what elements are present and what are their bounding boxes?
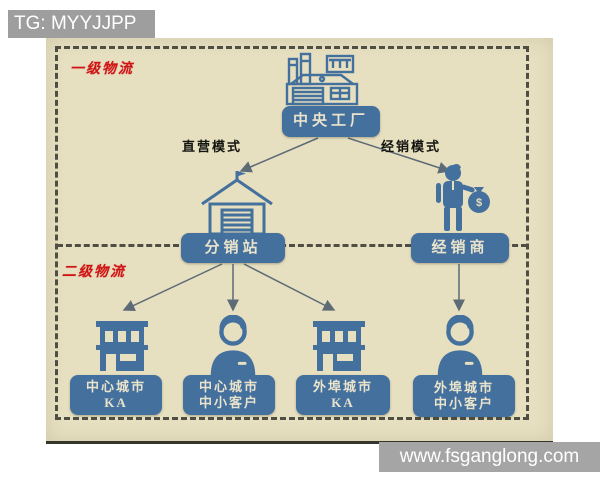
direct-mode-label: 直营模式	[181, 139, 242, 154]
level-divider-dashed-line	[57, 244, 527, 247]
node-central-factory-label: 中央工厂	[292, 113, 369, 130]
dashed-border-box	[55, 46, 529, 420]
node-central-city-ka-line1: 中心城市	[85, 378, 146, 394]
dealer-mode-label: 经销模式	[380, 139, 441, 154]
level1-logistics-label: 一级物流	[70, 62, 134, 77]
node-central-city-ka: 中心城市 KA	[70, 375, 162, 415]
node-dealer-label: 经销商	[431, 239, 489, 256]
node-distribution-station-label: 分销站	[204, 239, 262, 256]
watermark-top-text: TG: MYYJJPP	[14, 13, 137, 34]
node-outer-city-sme-line1: 外埠城市	[433, 379, 494, 395]
node-central-city-sme: 中心城市 中小客户	[183, 375, 275, 415]
watermark-bottom: www.fsganglong.com	[379, 442, 600, 472]
node-central-city-sme-line1: 中心城市	[198, 378, 259, 394]
node-outer-city-sme: 外埠城市 中小客户	[413, 375, 515, 417]
node-central-factory: 中央工厂	[282, 106, 380, 137]
node-dealer: 经销商	[411, 233, 509, 263]
factory-icon	[285, 52, 359, 106]
customer-icon	[210, 315, 256, 376]
svg-text:$: $	[476, 197, 482, 209]
storefront-icon	[96, 321, 148, 371]
node-outer-city-sme-line2: 中小客户	[433, 396, 494, 411]
watermark-bottom-text: www.fsganglong.com	[399, 446, 580, 467]
node-outer-city-ka: 外埠城市 KA	[296, 375, 390, 415]
dealer-with-moneybag-icon: $	[436, 164, 490, 231]
node-central-city-sme-line2: 中小客户	[198, 395, 259, 410]
customer-icon	[437, 315, 483, 376]
node-distribution-station: 分销站	[181, 233, 285, 263]
node-central-city-ka-line2: KA	[104, 395, 128, 410]
node-outer-city-ka-line1: 外埠城市	[312, 378, 373, 394]
node-outer-city-ka-line2: KA	[331, 395, 355, 410]
watermark-top: TG: MYYJJPP	[8, 10, 155, 38]
storefront-icon	[313, 321, 365, 371]
warehouse-icon	[201, 171, 273, 236]
level2-logistics-label: 二级物流	[62, 265, 126, 280]
